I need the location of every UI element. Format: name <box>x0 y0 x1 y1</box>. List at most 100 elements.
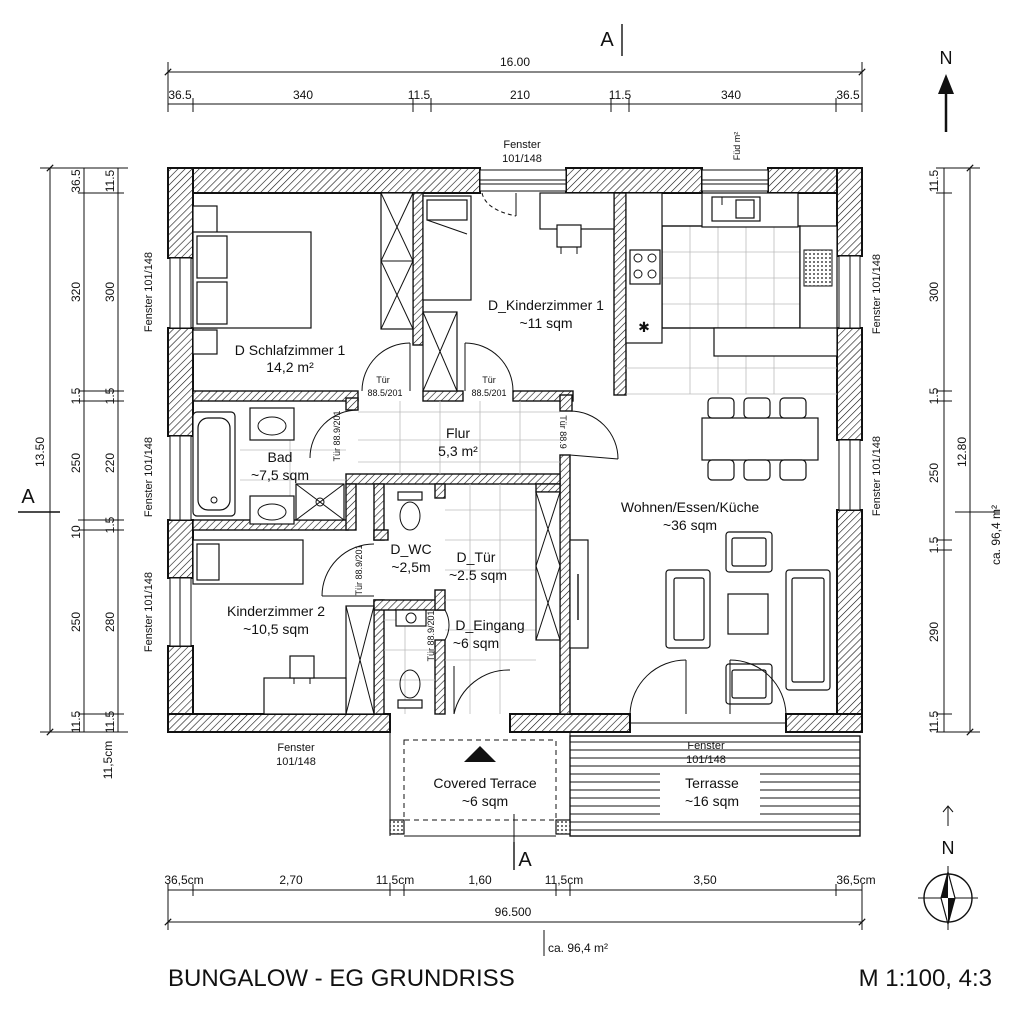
dishwasher <box>803 249 833 287</box>
bottom-dim-1: 36,5cm <box>164 873 203 887</box>
bottom-dim-2: 2,70 <box>279 873 303 887</box>
desk-kinder1 <box>539 192 615 230</box>
left-inner-dim-2: 300 <box>103 282 117 302</box>
label-fbd: Füd m² <box>732 132 742 161</box>
cooktop <box>629 249 661 285</box>
dining-chairs <box>707 397 807 481</box>
right-dim-6: 290 <box>927 622 941 642</box>
room-area-schlafzimmer: 14,2 m² <box>266 359 314 375</box>
left-bottom-note: 11,5cm <box>101 741 115 779</box>
left-outer-dim-5: 10 <box>69 525 83 539</box>
top-dimensions: 16.00 36.5 340 11.5 210 11.5 340 36.5 <box>164 55 866 112</box>
north-label-compass: N <box>942 838 955 858</box>
outer-walls <box>167 167 863 733</box>
left-dimensions: 13.50 36.5 320 1.5 250 10 250 11.5 11.5 … <box>33 164 128 779</box>
room-name-wc: D_WC <box>390 541 431 557</box>
label-tuer-1-size: 88.5/201 <box>367 388 402 398</box>
coffee-table <box>727 593 769 635</box>
bottom-dim-5: 11,5cm <box>545 873 583 887</box>
room-area-wc: ~2,5m <box>391 559 430 575</box>
right-dim-3: 1.5 <box>927 387 941 404</box>
left-outer-dim-3: 1.5 <box>69 387 83 404</box>
room-area-wohnen: ~36 sqm <box>663 517 717 533</box>
north-label-top: N <box>940 48 953 68</box>
plan-scale: M 1:100, 4:3 <box>859 965 992 992</box>
section-marker-bottom: A <box>513 842 532 871</box>
tv-sideboard <box>569 539 589 649</box>
label-tuer-flur: Tür 88.9/201 <box>332 410 342 461</box>
opening-labels: Fenster 101/148 Füd m² Fenster 101/148 F… <box>143 132 883 768</box>
room-area-eingang: ~6 sqm <box>453 635 499 651</box>
top-dim-6: 340 <box>721 88 741 102</box>
top-dim-4: 210 <box>510 88 530 102</box>
kitchen-island <box>713 327 838 357</box>
sink-bottom <box>249 495 295 525</box>
room-labels: D Schlafzimmer 1 14,2 m² D_Kinderzimmer … <box>227 297 759 809</box>
label-tuer-eingang: Tür 88.9/201 <box>426 610 436 661</box>
plan-title: BUNGALOW - EG GRUNDRISS <box>168 965 515 992</box>
top-dim-5: 11.5 <box>609 88 632 102</box>
label-fenster-terrasse-size: 101/148 <box>686 754 726 766</box>
left-outer-dim-4: 250 <box>69 453 83 473</box>
right-overall-dim: 12.80 <box>955 437 969 467</box>
left-overall-dim: 13.50 <box>33 437 47 467</box>
bottom-dim-6: 3,50 <box>693 873 717 887</box>
bottom-dim-4: 1,60 <box>468 873 492 887</box>
room-name-bad: Bad <box>268 449 293 465</box>
left-inner-dim-5: 1.5 <box>103 516 117 533</box>
section-marker-left: A <box>18 486 60 513</box>
section-label-left: A <box>21 486 35 508</box>
top-overall-dim: 16.00 <box>500 55 530 69</box>
room-name-terrasse: Terrasse <box>685 775 739 791</box>
left-outer-dim-1: 36.5 <box>69 169 83 193</box>
top-dim-7: 36.5 <box>836 88 860 102</box>
section-label-top: A <box>600 29 614 51</box>
room-name-wohnen: Wohnen/Essen/Küche <box>621 499 759 515</box>
bottom-overall-dim: 96.500 <box>495 905 532 919</box>
room-name-kinder2: Kinderzimmer 2 <box>227 603 325 619</box>
room-area-bad: ~7,5 sqm <box>251 467 309 483</box>
north-arrow-icon <box>938 74 954 94</box>
label-fenster-top-size: 101/148 <box>502 153 542 165</box>
bottom-dim-3: 11,5cm <box>376 873 414 887</box>
label-fenster-right-2: Fenster 101/148 <box>871 436 883 516</box>
bottom-dimensions: 36,5cm 2,70 11,5cm 1,60 11,5cm 3,50 36,5… <box>164 873 876 956</box>
label-fenster-left-1: Fenster 101/148 <box>143 252 155 332</box>
left-inner-dim-1: 11.5 <box>103 169 117 192</box>
room-name-flur: Flur <box>446 425 470 441</box>
right-area-note: ca. 96,4 m² <box>989 505 1003 565</box>
label-fenster-bottom: Fenster <box>277 742 315 754</box>
bottom-dim-7: 36,5cm <box>836 873 875 887</box>
label-fenster-top: Fenster <box>503 139 541 151</box>
right-dimensions: 11.5 300 1.5 250 1.5 290 11.5 12.80 ca. … <box>927 164 1003 736</box>
left-outer-dim-2: 320 <box>69 282 83 302</box>
left-outer-dim-7: 11.5 <box>69 710 83 733</box>
label-tuer-wc: Tür 88.9/201 <box>354 544 364 595</box>
room-name-tuer: D_Tür <box>457 549 496 565</box>
left-inner-dim-3: 1.5 <box>103 387 117 404</box>
left-inner-dim-7: 11.5 <box>103 710 117 733</box>
room-area-flur: 5,3 m² <box>438 443 478 459</box>
terrace-post-left <box>389 819 405 835</box>
top-dim-3: 11.5 <box>408 88 431 102</box>
room-area-terrasse: ~16 sqm <box>685 793 739 809</box>
entrance-arrow-icon <box>464 746 496 762</box>
label-tuer-1: Tür <box>376 375 390 385</box>
area-note: ca. 96,4 m² <box>548 941 608 955</box>
label-tuer-2: Tür <box>482 375 496 385</box>
north-arrow-top: N <box>938 48 954 132</box>
room-name-kinder1: D_Kinderzimmer 1 <box>488 297 604 313</box>
furniture: ✱ <box>192 192 838 715</box>
right-dim-2: 300 <box>927 282 941 302</box>
label-fenster-left-2: Fenster 101/148 <box>143 437 155 517</box>
left-inner-dim-6: 280 <box>103 612 117 632</box>
label-fenster-terrasse: Fenster <box>687 740 725 752</box>
terrace-post-right <box>555 819 571 835</box>
room-name-covered: Covered Terrace <box>433 775 536 791</box>
right-dim-5: 1.5 <box>927 536 941 553</box>
room-area-kinder2: ~10,5 sqm <box>243 621 309 637</box>
label-fenster-right-1: Fenster 101/148 <box>871 254 883 334</box>
top-dim-1: 36.5 <box>168 88 192 102</box>
label-fenster-bottom-size: 101/148 <box>276 756 316 768</box>
